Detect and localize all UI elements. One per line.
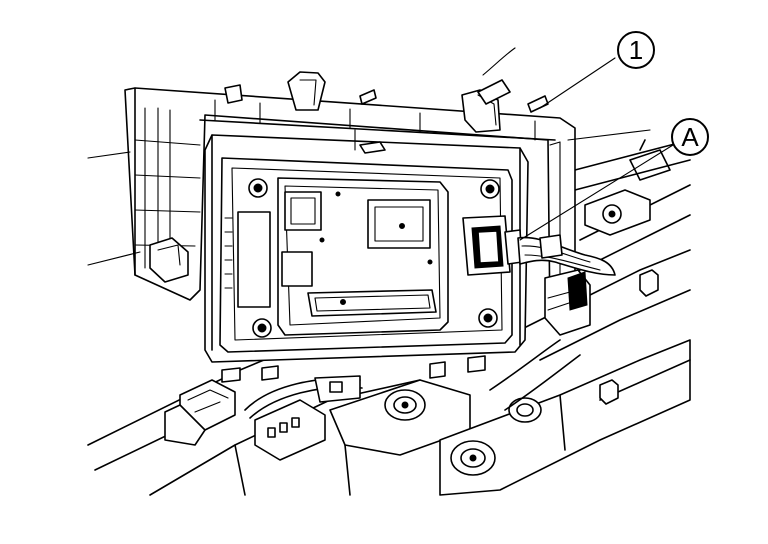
callout-1: 1 [617, 31, 655, 69]
leader-lines [87, 57, 674, 266]
lower-console-structure [87, 139, 691, 496]
callout-1-label: 1 [629, 35, 643, 65]
callout-a-label: A [681, 122, 699, 152]
control-unit [204, 129, 529, 403]
callout-a: A [671, 118, 709, 156]
connector-a [462, 215, 616, 336]
